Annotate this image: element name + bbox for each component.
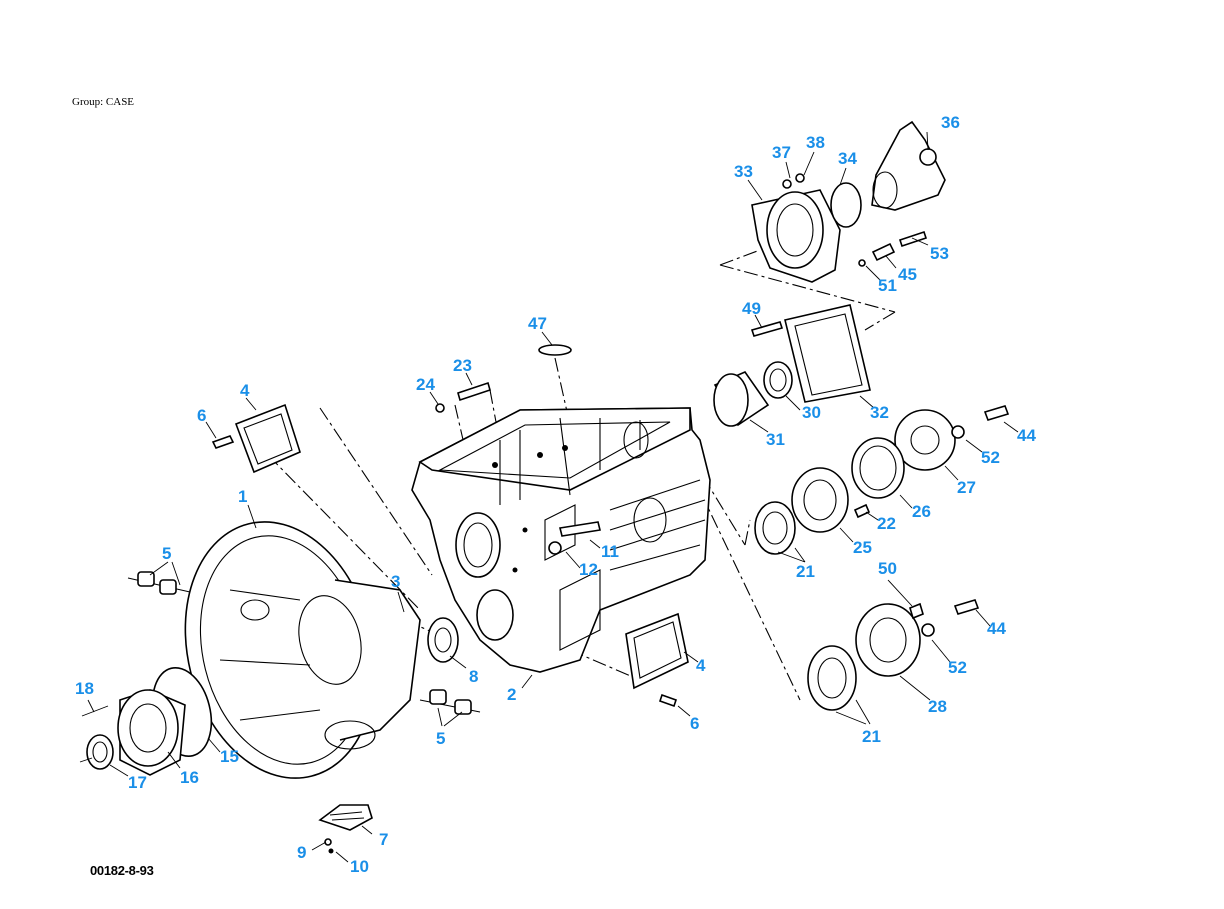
callout-44-lower: 44 — [987, 619, 1006, 638]
callout-11: 11 — [601, 542, 619, 561]
callout-leaders — [87, 131, 1019, 863]
callout-30: 30 — [802, 403, 821, 422]
callout-25: 25 — [853, 538, 872, 557]
left-cover-plate — [211, 403, 301, 474]
callout-4-left: 4 — [240, 381, 250, 400]
callout-37: 37 — [772, 143, 791, 162]
callout-52-upper: 52 — [981, 448, 1000, 467]
gearbox-case — [411, 407, 711, 673]
callout-21-upper: 21 — [796, 562, 815, 581]
callout-53: 53 — [930, 244, 949, 263]
callout-numbers: 36 37 38 34 33 53 45 51 49 47 23 24 4 6 … — [75, 113, 1036, 876]
dowel-bushings — [127, 571, 481, 715]
callout-15: 15 — [220, 747, 239, 766]
callout-6-left: 6 — [197, 406, 206, 425]
callout-26: 26 — [912, 502, 931, 521]
callout-3: 3 — [391, 572, 400, 591]
right-cover-plate — [625, 612, 689, 708]
callout-5-left: 5 — [162, 544, 171, 563]
callout-8: 8 — [469, 667, 478, 686]
callout-52-lower: 52 — [948, 658, 967, 677]
callout-23: 23 — [453, 356, 472, 375]
callout-21-lower: 21 — [862, 727, 881, 746]
callout-2: 2 — [507, 685, 516, 704]
lower-pto-covers — [807, 599, 980, 711]
callout-22: 22 — [877, 514, 896, 533]
case-top-hardware — [435, 344, 601, 555]
rear-output-housing — [751, 120, 946, 283]
callout-45: 45 — [898, 265, 917, 284]
seal-and-bottom-cover — [318, 617, 459, 854]
callout-1: 1 — [238, 487, 247, 506]
callout-18: 18 — [75, 679, 94, 698]
callout-33: 33 — [734, 162, 753, 181]
callout-31: 31 — [766, 430, 785, 449]
callout-12: 12 — [579, 560, 598, 579]
callout-27: 27 — [957, 478, 976, 497]
callout-5-right: 5 — [436, 729, 445, 748]
drawing-code: 00182-8-93 — [90, 863, 154, 878]
callout-34: 34 — [838, 149, 857, 168]
callout-36: 36 — [941, 113, 960, 132]
callout-44-upper: 44 — [1017, 426, 1036, 445]
bell-housing — [184, 521, 421, 779]
callout-32: 32 — [870, 403, 889, 422]
callout-49: 49 — [742, 299, 761, 318]
callout-28: 28 — [928, 697, 947, 716]
callout-17: 17 — [128, 773, 147, 792]
rear-adapter-assembly — [713, 304, 871, 427]
callout-24: 24 — [416, 375, 435, 394]
callout-50: 50 — [878, 559, 897, 578]
callout-47: 47 — [528, 314, 547, 333]
callout-4-right: 4 — [696, 656, 706, 675]
callout-9: 9 — [297, 843, 306, 862]
callout-16: 16 — [180, 768, 199, 787]
callout-51: 51 — [878, 276, 897, 295]
upper-pto-covers — [754, 405, 1010, 555]
callout-7: 7 — [379, 830, 388, 849]
callout-6-right: 6 — [690, 714, 699, 733]
callout-38: 38 — [806, 133, 825, 152]
callout-10: 10 — [350, 857, 369, 876]
group-label: Group: CASE — [72, 96, 135, 108]
front-cover-assembly — [79, 667, 213, 776]
